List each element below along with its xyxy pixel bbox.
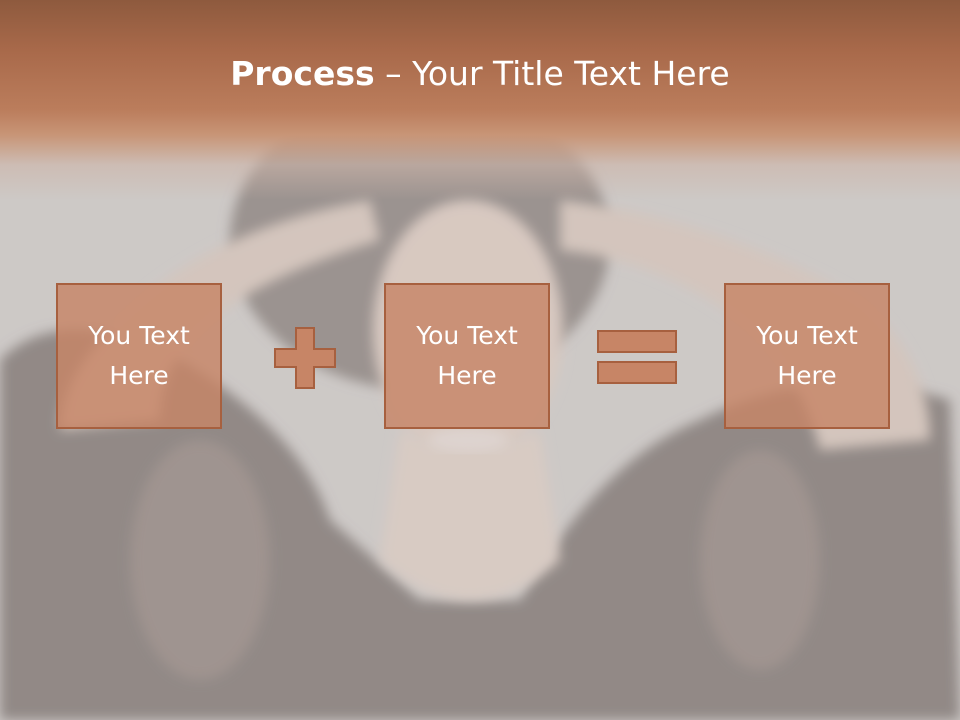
process-box-2[interactable]: You Text Here: [384, 283, 550, 429]
title-bold: Process: [230, 54, 375, 93]
process-box-1[interactable]: You Text Here: [56, 283, 222, 429]
process-box-3[interactable]: You Text Here: [724, 283, 890, 429]
process-box-1-text: You Text Here: [88, 321, 190, 390]
header-band: [0, 0, 960, 200]
slide-title: Process – Your Title Text Here: [0, 52, 960, 96]
plus-icon: [274, 327, 336, 389]
process-box-3-text: You Text Here: [756, 321, 858, 390]
title-rest: – Your Title Text Here: [374, 54, 730, 93]
process-box-2-text: You Text Here: [416, 321, 518, 390]
equals-icon: [597, 330, 677, 384]
